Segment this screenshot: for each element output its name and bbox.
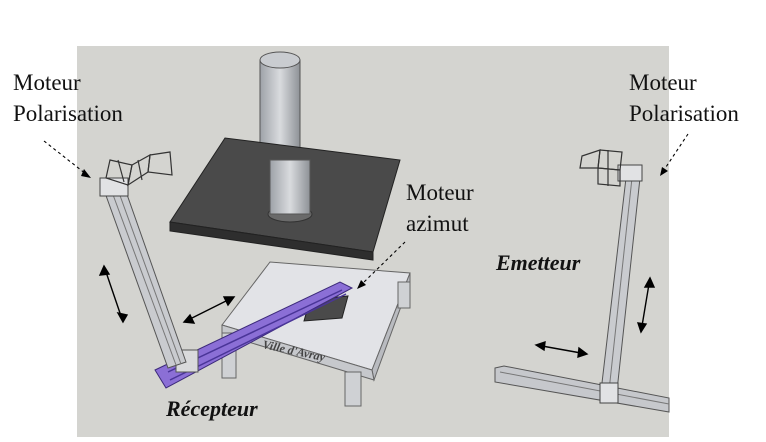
receiver-antenna-icon [105, 151, 173, 187]
label-line: azimut [406, 211, 469, 236]
label-emetteur: Emetteur [496, 250, 581, 275]
top-plate [169, 137, 401, 261]
label-moteur-azimut: Moteur azimut [406, 177, 474, 239]
leader-lines [43, 133, 689, 289]
label-line: Polarisation [629, 101, 739, 126]
emitter-rail [494, 365, 670, 413]
receiver-mast [99, 177, 187, 369]
label-recepteur: Récepteur [166, 396, 258, 421]
motion-arrows [98, 264, 656, 359]
label-moteur-polarisation-left: Moteur Polarisation [13, 67, 123, 129]
label-line: Moteur [13, 70, 81, 95]
label-line: Moteur [629, 70, 697, 95]
turntable-table [221, 261, 411, 407]
receiver-rail [154, 281, 354, 389]
label-moteur-polarisation-right: Moteur Polarisation [629, 67, 739, 129]
label-line: Moteur [406, 180, 474, 205]
label-line: Polarisation [13, 101, 123, 126]
emitter-antenna-icon [579, 149, 623, 187]
